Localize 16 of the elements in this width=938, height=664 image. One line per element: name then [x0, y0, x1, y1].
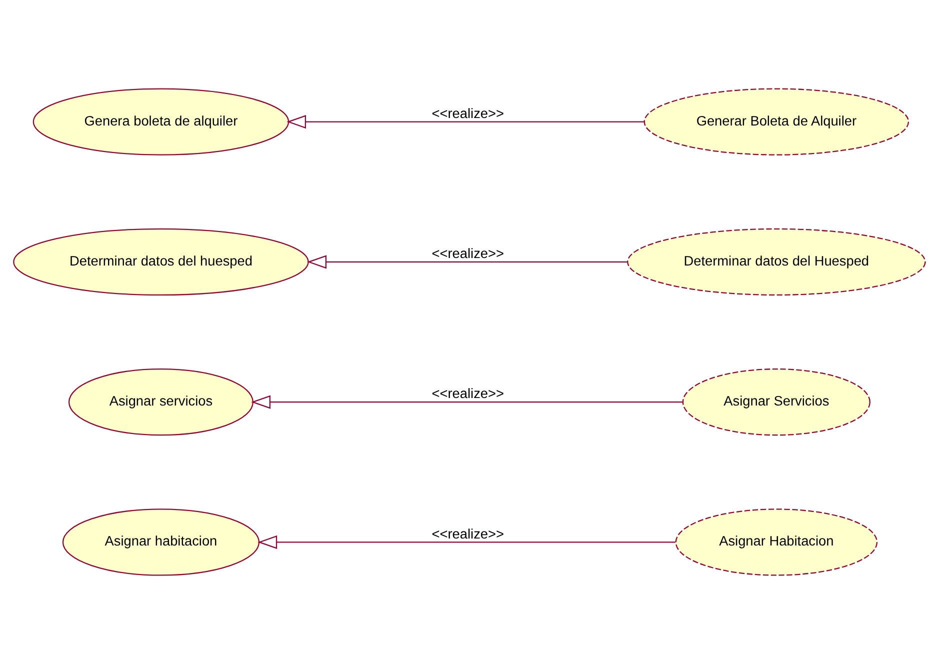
node-ellipse: Determinar datos del Huesped — [626, 228, 926, 296]
node-ellipse: Genera boleta de alquiler — [32, 88, 289, 156]
node-ellipse: Asignar Habitacion — [674, 508, 878, 576]
edge-label: <<realize>> — [431, 246, 504, 262]
arrow — [257, 535, 675, 549]
arrow — [286, 115, 644, 129]
arrow — [250, 395, 682, 409]
edge-label: <<realize>> — [431, 526, 504, 542]
node-ellipse: Asignar Servicios — [682, 368, 870, 436]
arrow — [306, 255, 627, 269]
node-ellipse: Asignar habitacion — [62, 508, 260, 576]
edge-label: <<realize>> — [431, 106, 504, 121]
node-ellipse: Generar Boleta de Alquiler — [643, 88, 909, 156]
edge-label: <<realize>> — [431, 386, 504, 402]
node-ellipse: Asignar servicios — [68, 368, 253, 436]
node-ellipse: Determinar datos del huesped — [12, 228, 308, 296]
